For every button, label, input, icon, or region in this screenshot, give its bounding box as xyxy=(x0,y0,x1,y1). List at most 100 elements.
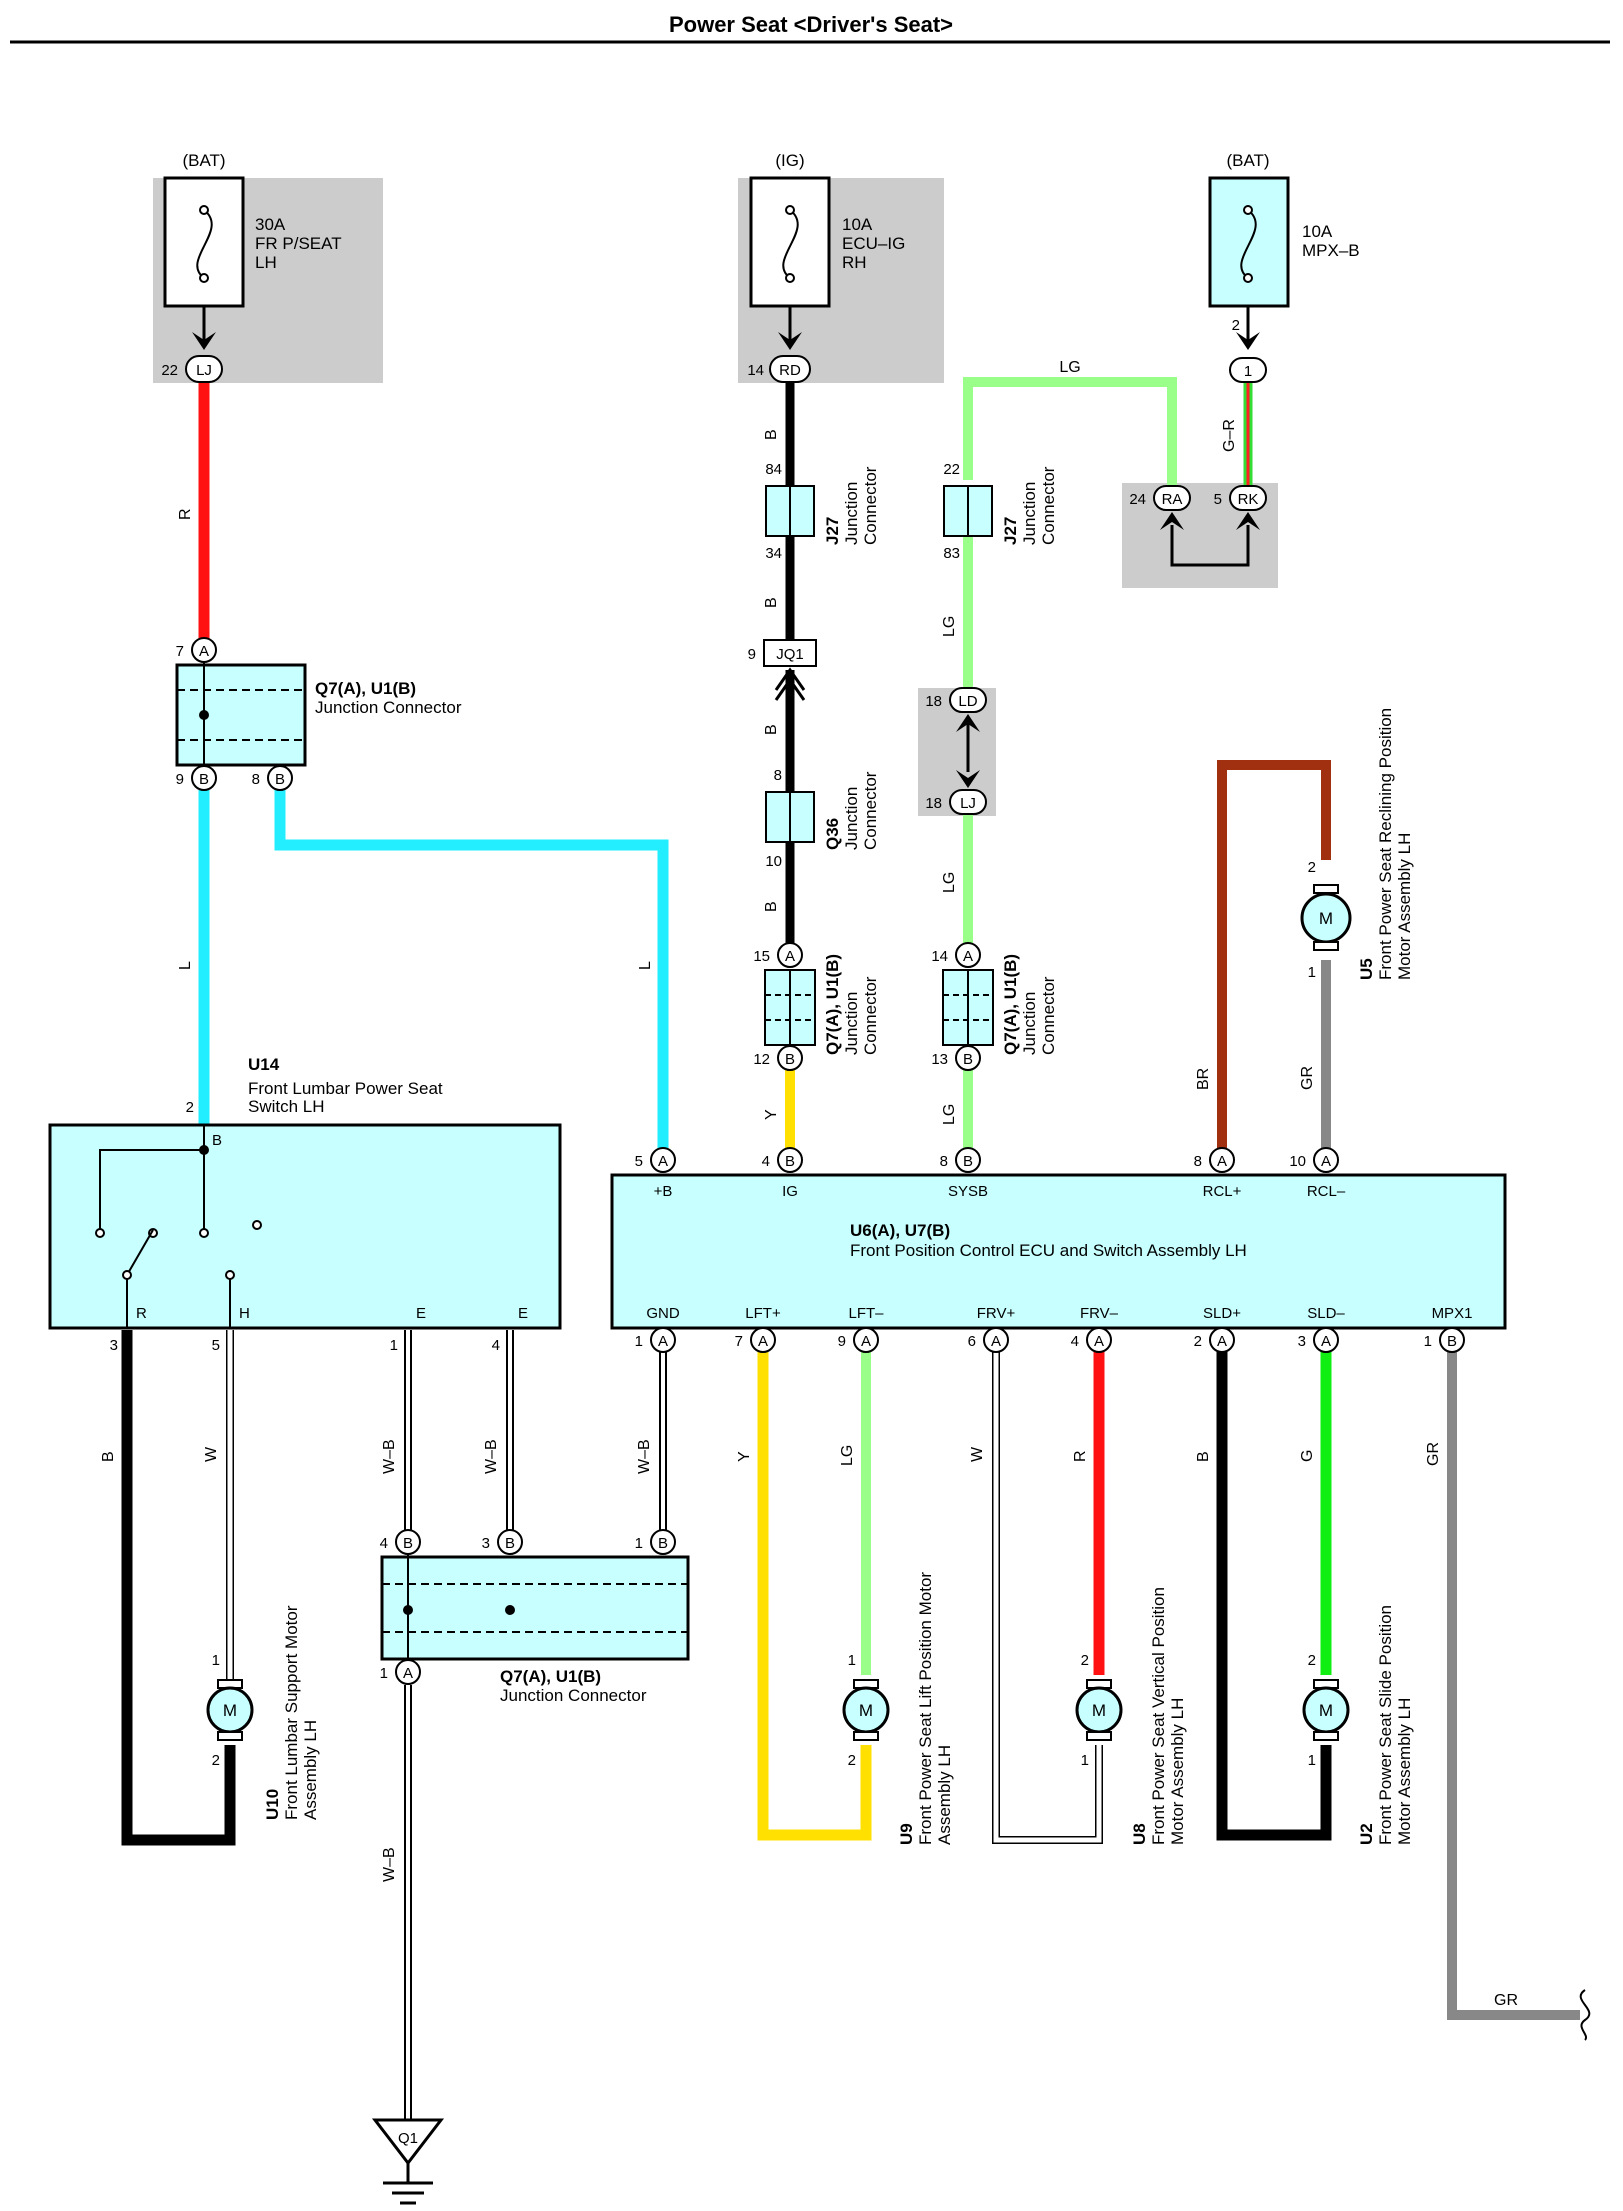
motor-u10-pin-top: 1 xyxy=(212,1652,220,1669)
ecu-top-label-0: +B xyxy=(654,1183,673,1200)
ecu-bot-pin-0: 1 xyxy=(635,1333,643,1350)
wire-label-wb-ground: W–B xyxy=(381,1847,398,1882)
wire-label-g-sld: G xyxy=(1299,1450,1316,1462)
ecu-top-conn-4: A xyxy=(1321,1153,1331,1170)
fuse1-source: (BAT) xyxy=(182,151,225,170)
motor-u9-name1: Front Power Seat Lift Position Motor xyxy=(916,1572,935,1845)
fuse1-conn: LJ xyxy=(196,362,212,379)
motor-u8-name2: Motor Assembly LH xyxy=(1168,1698,1187,1845)
ld-pin: 18 xyxy=(925,693,942,710)
ecu-top-conn-1: B xyxy=(785,1153,795,1170)
ecu-bot-conn-2: A xyxy=(861,1333,871,1350)
jq1-conn: JQ1 xyxy=(776,646,804,663)
lj-pin: 18 xyxy=(925,795,942,812)
wire-label-y-lft: Y xyxy=(736,1451,753,1462)
jc-tl-pin-out2: 8 xyxy=(252,771,260,788)
ecu-bot-pin-6: 3 xyxy=(1298,1333,1306,1350)
fuse1-rating: 30A xyxy=(255,215,286,234)
jc-bot-conn-1: B xyxy=(505,1535,515,1552)
ecu-top-pin-0: 5 xyxy=(635,1153,643,1170)
wire-label-lg-lft: LG xyxy=(839,1445,856,1466)
wire-gr-mpx1 xyxy=(1447,1340,1580,2020)
ra-rk-bridge xyxy=(1170,525,1250,567)
jc-tl-pin-in: 7 xyxy=(176,643,184,660)
wire-label-b-4: B xyxy=(763,901,780,912)
ecu-bot-label-5: SLD+ xyxy=(1203,1305,1241,1322)
ecu-bot-term-frv-minus: FRV– A 4 xyxy=(1071,1305,1119,1353)
fuse2-name1: ECU–IG xyxy=(842,234,905,253)
fuse3-conn: 1 xyxy=(1244,363,1252,380)
ground-id: Q1 xyxy=(398,2130,418,2147)
q36-pin-top: 8 xyxy=(774,767,782,784)
j27-left-name2: Connector xyxy=(861,466,880,545)
ecu-bot-conn-3: A xyxy=(991,1333,1001,1350)
wire-b-sld xyxy=(1216,1340,1332,1841)
jc-ig-name2: Connector xyxy=(861,976,880,1055)
ecu-bot-conn-5: A xyxy=(1217,1333,1227,1350)
wire-label-lg-3: LG xyxy=(941,872,958,893)
q36-id: Q36 xyxy=(823,818,842,850)
ecu-top-label-3: RCL+ xyxy=(1203,1183,1242,1200)
fuse2-name2: RH xyxy=(842,253,867,272)
motor-u10-pin-bottom: 2 xyxy=(212,1752,220,1769)
jc-bot-pin-out: 1 xyxy=(380,1665,388,1682)
u14-name1: Front Lumbar Power Seat xyxy=(248,1079,443,1098)
jc-sysb-id: Q7(A), U1(B) xyxy=(1001,954,1020,1055)
ecu-bot-label-3: FRV+ xyxy=(977,1305,1016,1322)
ecu-assembly: U6(A), U7(B) Front Position Control ECU … xyxy=(610,1147,1507,1353)
motor-u10-id: U10 xyxy=(263,1789,282,1820)
ecu-bot-conn-6: A xyxy=(1321,1333,1331,1350)
wire-label-r: R xyxy=(177,508,194,520)
fuse2-conn: RD xyxy=(779,362,801,379)
wire-l-right xyxy=(274,790,669,1155)
wire-label-w-frv: W xyxy=(969,1446,986,1462)
jc-sysb-conn-top: A xyxy=(963,948,973,965)
ecu-top-label-1: IG xyxy=(782,1183,798,1200)
motor-u10-name1: Front Lumbar Support Motor xyxy=(282,1605,301,1820)
wire-label-lg-2: LG xyxy=(941,616,958,637)
ecu-bot-term-mpx1: MPX1 B 1 xyxy=(1424,1305,1472,1353)
u14-name2: Switch LH xyxy=(248,1097,325,1116)
jq1-connector: JQ1 9 xyxy=(748,639,817,701)
fuse1-name1: FR P/SEAT xyxy=(255,234,342,253)
ecu-top-pin-1: 4 xyxy=(762,1153,770,1170)
motor-u5-name2: Motor Assembly LH xyxy=(1395,833,1414,980)
motor-u2-symbol: M xyxy=(1319,1701,1333,1720)
motor-u9-name2: Assembly LH xyxy=(935,1745,954,1845)
ecu-top-conn-2: B xyxy=(963,1153,973,1170)
wire-y-lft xyxy=(757,1340,872,1841)
motor-u10-name2: Assembly LH xyxy=(301,1720,320,1820)
fuse3-source: (BAT) xyxy=(1226,151,1269,170)
fuse-fr-pseat: (BAT) 30A FR P/SEAT LH LJ 22 xyxy=(161,151,342,383)
motor-u8-symbol: M xyxy=(1092,1701,1106,1720)
wire-lg-top xyxy=(963,377,1177,487)
j27-left-name1: Junction xyxy=(842,482,861,545)
j27-right-name2: Connector xyxy=(1039,466,1058,545)
ecu-top-label-2: SYSB xyxy=(948,1183,988,1200)
ra-rk-connectors: RA 24 RK 5 xyxy=(1129,485,1267,530)
ecu-bot-label-6: SLD– xyxy=(1307,1305,1345,1322)
jc-bot-pin-0: 4 xyxy=(380,1535,388,1552)
ecu-top-conn-3: A xyxy=(1217,1153,1227,1170)
ecu-bot-conn-7: B xyxy=(1447,1333,1457,1350)
ra-pin: 24 xyxy=(1129,491,1146,508)
ld-lj-connectors: LD 18 LJ 18 xyxy=(925,687,987,815)
jc-sysb-pin-top: 14 xyxy=(931,948,948,965)
fuse2-rating: 10A xyxy=(842,215,873,234)
fuse-ecu-ig: (IG) 10A ECU–IG RH RD 14 xyxy=(747,151,905,383)
ecu-bot-pin-4: 4 xyxy=(1071,1333,1079,1350)
motor-u9-symbol: M xyxy=(859,1701,873,1720)
u14-term-e2: E xyxy=(518,1305,528,1322)
page-title: Power Seat <Driver's Seat> xyxy=(669,12,953,37)
ecu-bot-pin-3: 6 xyxy=(968,1333,976,1350)
ecu-top-term-b: A 5 +B xyxy=(635,1147,676,1200)
ecu-bot-term-sld-minus: SLD– A 3 xyxy=(1298,1305,1345,1353)
u14-term-h: H xyxy=(239,1305,250,1322)
ecu-bot-pin-5: 2 xyxy=(1194,1333,1202,1350)
motor-u8: 2 M 1 U8 Front Power Seat Vertical Posit… xyxy=(1075,1587,1187,1845)
motor-u2-name2: Motor Assembly LH xyxy=(1395,1698,1414,1845)
u14-term-e1: E xyxy=(416,1305,426,1322)
wire-break-mark xyxy=(1579,1989,1591,2041)
ecu-top-pin-4: 10 xyxy=(1289,1153,1306,1170)
